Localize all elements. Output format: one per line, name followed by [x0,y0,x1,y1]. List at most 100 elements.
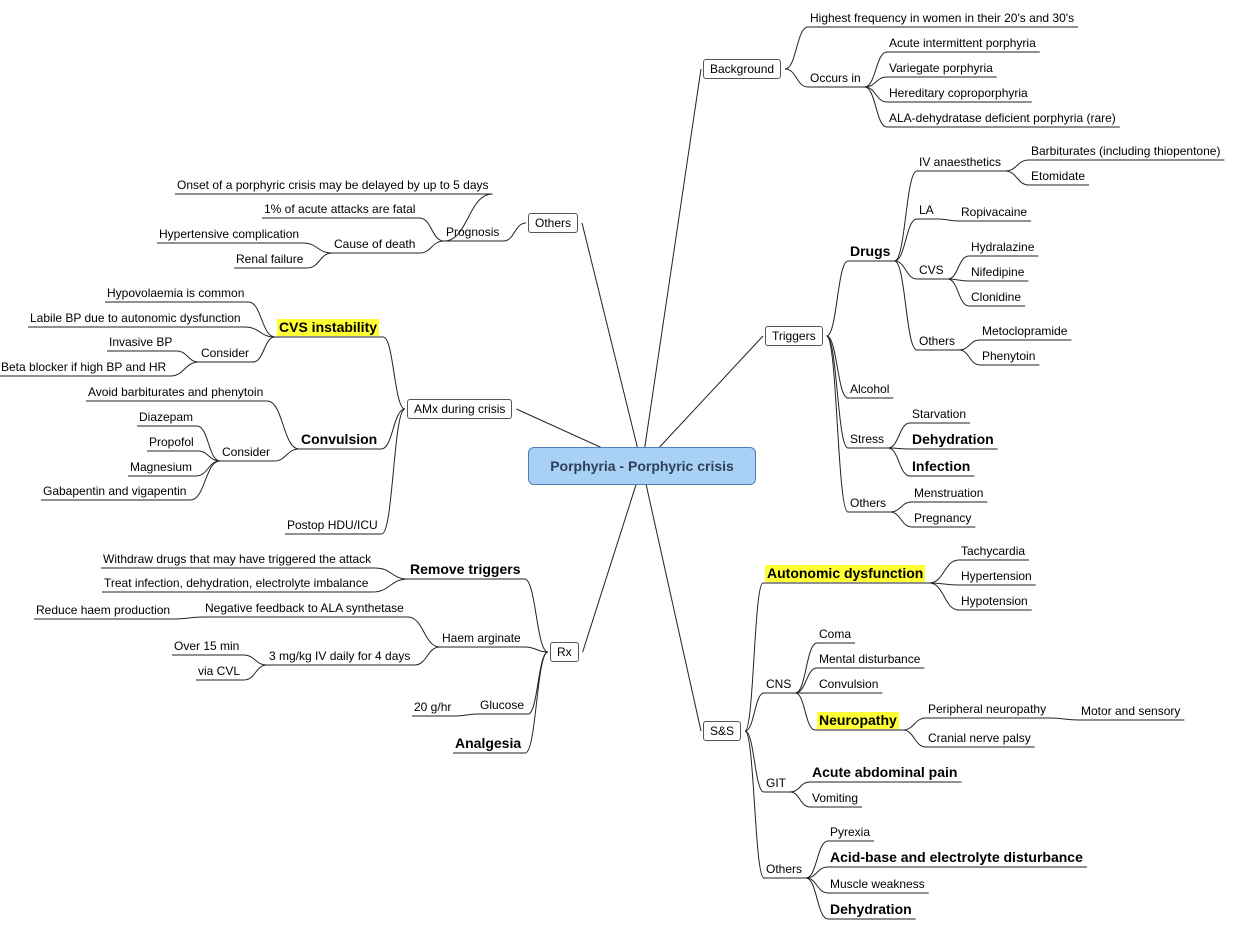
topic-cns[interactable]: CNS [766,677,792,691]
topic-propofol[interactable]: Propofol [149,435,194,449]
topic-autonomic-dysfunction[interactable]: Autonomic dysfunction [765,565,926,582]
topic-clonidine[interactable]: Clonidine [971,290,1022,304]
topic-remove-triggers[interactable]: Remove triggers [410,561,521,577]
edge-trig-alc [826,335,849,399]
edge-neuro-neuro_cran [902,729,927,748]
topic-ss-others[interactable]: Others [766,862,803,876]
topic-background-frequency[interactable]: Highest frequency in women in their 20's… [810,11,1075,25]
topic-gabapentin[interactable]: Gabapentin and vigapentin [43,484,187,498]
topic-fatal-attacks[interactable]: 1% of acute attacks are fatal [264,202,416,216]
edge-drugs-iva [894,170,918,262]
topic-metoclopramide[interactable]: Metoclopramide [982,324,1068,338]
topic-acid-base-disturbance[interactable]: Acid-base and electrolyte disturbance [830,849,1083,865]
topic-hypotension[interactable]: Hypotension [961,594,1028,608]
topic-diazepam[interactable]: Diazepam [139,410,194,424]
topic-git[interactable]: GIT [766,776,786,790]
topic-via-cvl[interactable]: via CVL [198,664,241,678]
topic-beta-blocker[interactable]: Beta blocker if high BP and HR [1,360,167,374]
topic-tachycardia[interactable]: Tachycardia [961,544,1026,558]
topic-cvs-instability[interactable]: CVS instability [277,319,380,336]
topic-barbiturates[interactable]: Barbiturates (including thiopentone) [1031,144,1221,158]
topic-la[interactable]: LA [919,203,934,217]
edge-root-rx [582,465,643,653]
topic-muscle-weakness[interactable]: Muscle weakness [830,877,925,891]
topic-menstruation[interactable]: Menstruation [914,486,984,500]
topic-reduce-haem[interactable]: Reduce haem production [36,603,171,617]
topic-cvs-consider[interactable]: Consider [201,346,250,360]
topic-labile-bp[interactable]: Labile BP due to autonomic dysfunction [30,311,241,325]
topic-neuropathy[interactable]: Neuropathy [817,712,899,729]
edge-cvs_consider-cvs_bb [170,361,200,377]
topic-convulsion-management[interactable]: Convulsion [301,431,378,447]
edge-rx-haem [524,646,549,653]
topic-amx-during-crisis[interactable]: AMx during crisis [407,399,513,419]
topic-background[interactable]: Background [703,59,782,79]
topic-hereditary-coproporphyria[interactable]: Hereditary coproporphyria [889,86,1028,100]
edge-tothers-tothers_preg [889,511,913,528]
topic-stress[interactable]: Stress [850,432,885,446]
topic-hypertension[interactable]: Hypertension [961,569,1032,583]
topic-hypertensive-complication[interactable]: Hypertensive complication [159,227,300,241]
topic-stress-dehydration[interactable]: Dehydration [912,431,994,447]
topic-avoid-barbiturates[interactable]: Avoid barbiturates and phenytoin [88,385,264,399]
topic-phenytoin[interactable]: Phenytoin [982,349,1036,363]
topic-motor-and-sensory[interactable]: Motor and sensory [1081,704,1181,718]
edge-prog-prog_fatal [419,217,445,242]
topic-prognosis[interactable]: Prognosis [446,225,500,239]
topic-peripheral-neuropathy[interactable]: Peripheral neuropathy [928,702,1047,716]
topic-cns-convulsion[interactable]: Convulsion [819,677,879,691]
edge-sothers-sothers_acid [805,866,829,879]
root-topic[interactable]: Porphyria - Porphyric crisis [528,447,756,485]
topic-variegate-porphyria[interactable]: Variegate porphyria [889,61,993,75]
topic-postop-hdu-icu[interactable]: Postop HDU/ICU [287,518,378,532]
topic-signs-and-symptoms[interactable]: S&S [703,721,742,741]
topic-magnesium[interactable]: Magnesium [130,460,193,474]
topic-cause-of-death[interactable]: Cause of death [334,237,416,251]
topic-mental-disturbance[interactable]: Mental disturbance [819,652,921,666]
topic-ropivacaine[interactable]: Ropivacaine [961,205,1028,219]
topic-pyrexia[interactable]: Pyrexia [830,825,871,839]
topic-ala-dehydratase-porphyria[interactable]: ALA-dehydratase deficient porphyria (rar… [889,111,1116,125]
topic-iv-anaesthetics[interactable]: IV anaesthetics [919,155,1002,169]
topic-haem-arginate[interactable]: Haem arginate [442,631,521,645]
topic-starvation[interactable]: Starvation [912,407,967,421]
topic-renal-failure[interactable]: Renal failure [236,252,304,266]
topic-cvs-drugs[interactable]: CVS [919,263,944,277]
topic-treat-infection[interactable]: Treat infection, dehydration, electrolyt… [104,576,369,590]
topic-infection[interactable]: Infection [912,458,971,474]
edge-amx-conv [381,408,406,450]
topic-glucose[interactable]: Glucose [480,698,525,712]
topic-haem-dose[interactable]: 3 mg/kg IV daily for 4 days [269,649,411,663]
edge-conv-conv_avoid [267,400,300,450]
topic-analgesia[interactable]: Analgesia [455,735,522,751]
topic-drugs-others[interactable]: Others [919,334,956,348]
topic-pregnancy[interactable]: Pregnancy [914,511,972,525]
topic-convulsion-consider[interactable]: Consider [222,445,271,459]
topic-coma[interactable]: Coma [819,627,852,641]
topic-glucose-dose[interactable]: 20 g/hr [414,700,452,714]
topic-acute-abdominal-pain[interactable]: Acute abdominal pain [812,764,958,780]
topic-vomiting[interactable]: Vomiting [812,791,859,805]
topic-ss-dehydration[interactable]: Dehydration [830,901,912,917]
topic-alcohol[interactable]: Alcohol [850,382,890,396]
topic-negative-feedback[interactable]: Negative feedback to ALA synthetase [205,601,404,615]
topic-withdraw-drugs[interactable]: Withdraw drugs that may have triggered t… [103,552,372,566]
topic-acute-intermittent-porphyria[interactable]: Acute intermittent porphyria [889,36,1036,50]
topic-nifedipine[interactable]: Nifedipine [971,265,1025,279]
topic-etomidate[interactable]: Etomidate [1031,169,1086,183]
topic-others[interactable]: Others [528,213,579,233]
topic-triggers[interactable]: Triggers [765,326,823,346]
topic-hypovolaemia[interactable]: Hypovolaemia is common [107,286,245,300]
topic-onset-delay[interactable]: Onset of a porphyric crisis may be delay… [177,178,489,192]
topic-hydralazine[interactable]: Hydralazine [971,240,1035,254]
edge-cvsd-cvsd_clo [947,278,970,307]
topic-rx[interactable]: Rx [550,642,579,662]
topic-over-15-min[interactable]: Over 15 min [174,639,240,653]
topic-cranial-nerve-palsy[interactable]: Cranial nerve palsy [928,731,1031,745]
topic-occurs-in[interactable]: Occurs in [810,71,861,85]
edge-ss-sothers [744,730,765,879]
topic-triggers-others[interactable]: Others [850,496,887,510]
topic-invasive-bp[interactable]: Invasive BP [109,335,173,349]
topic-drugs[interactable]: Drugs [850,243,891,259]
